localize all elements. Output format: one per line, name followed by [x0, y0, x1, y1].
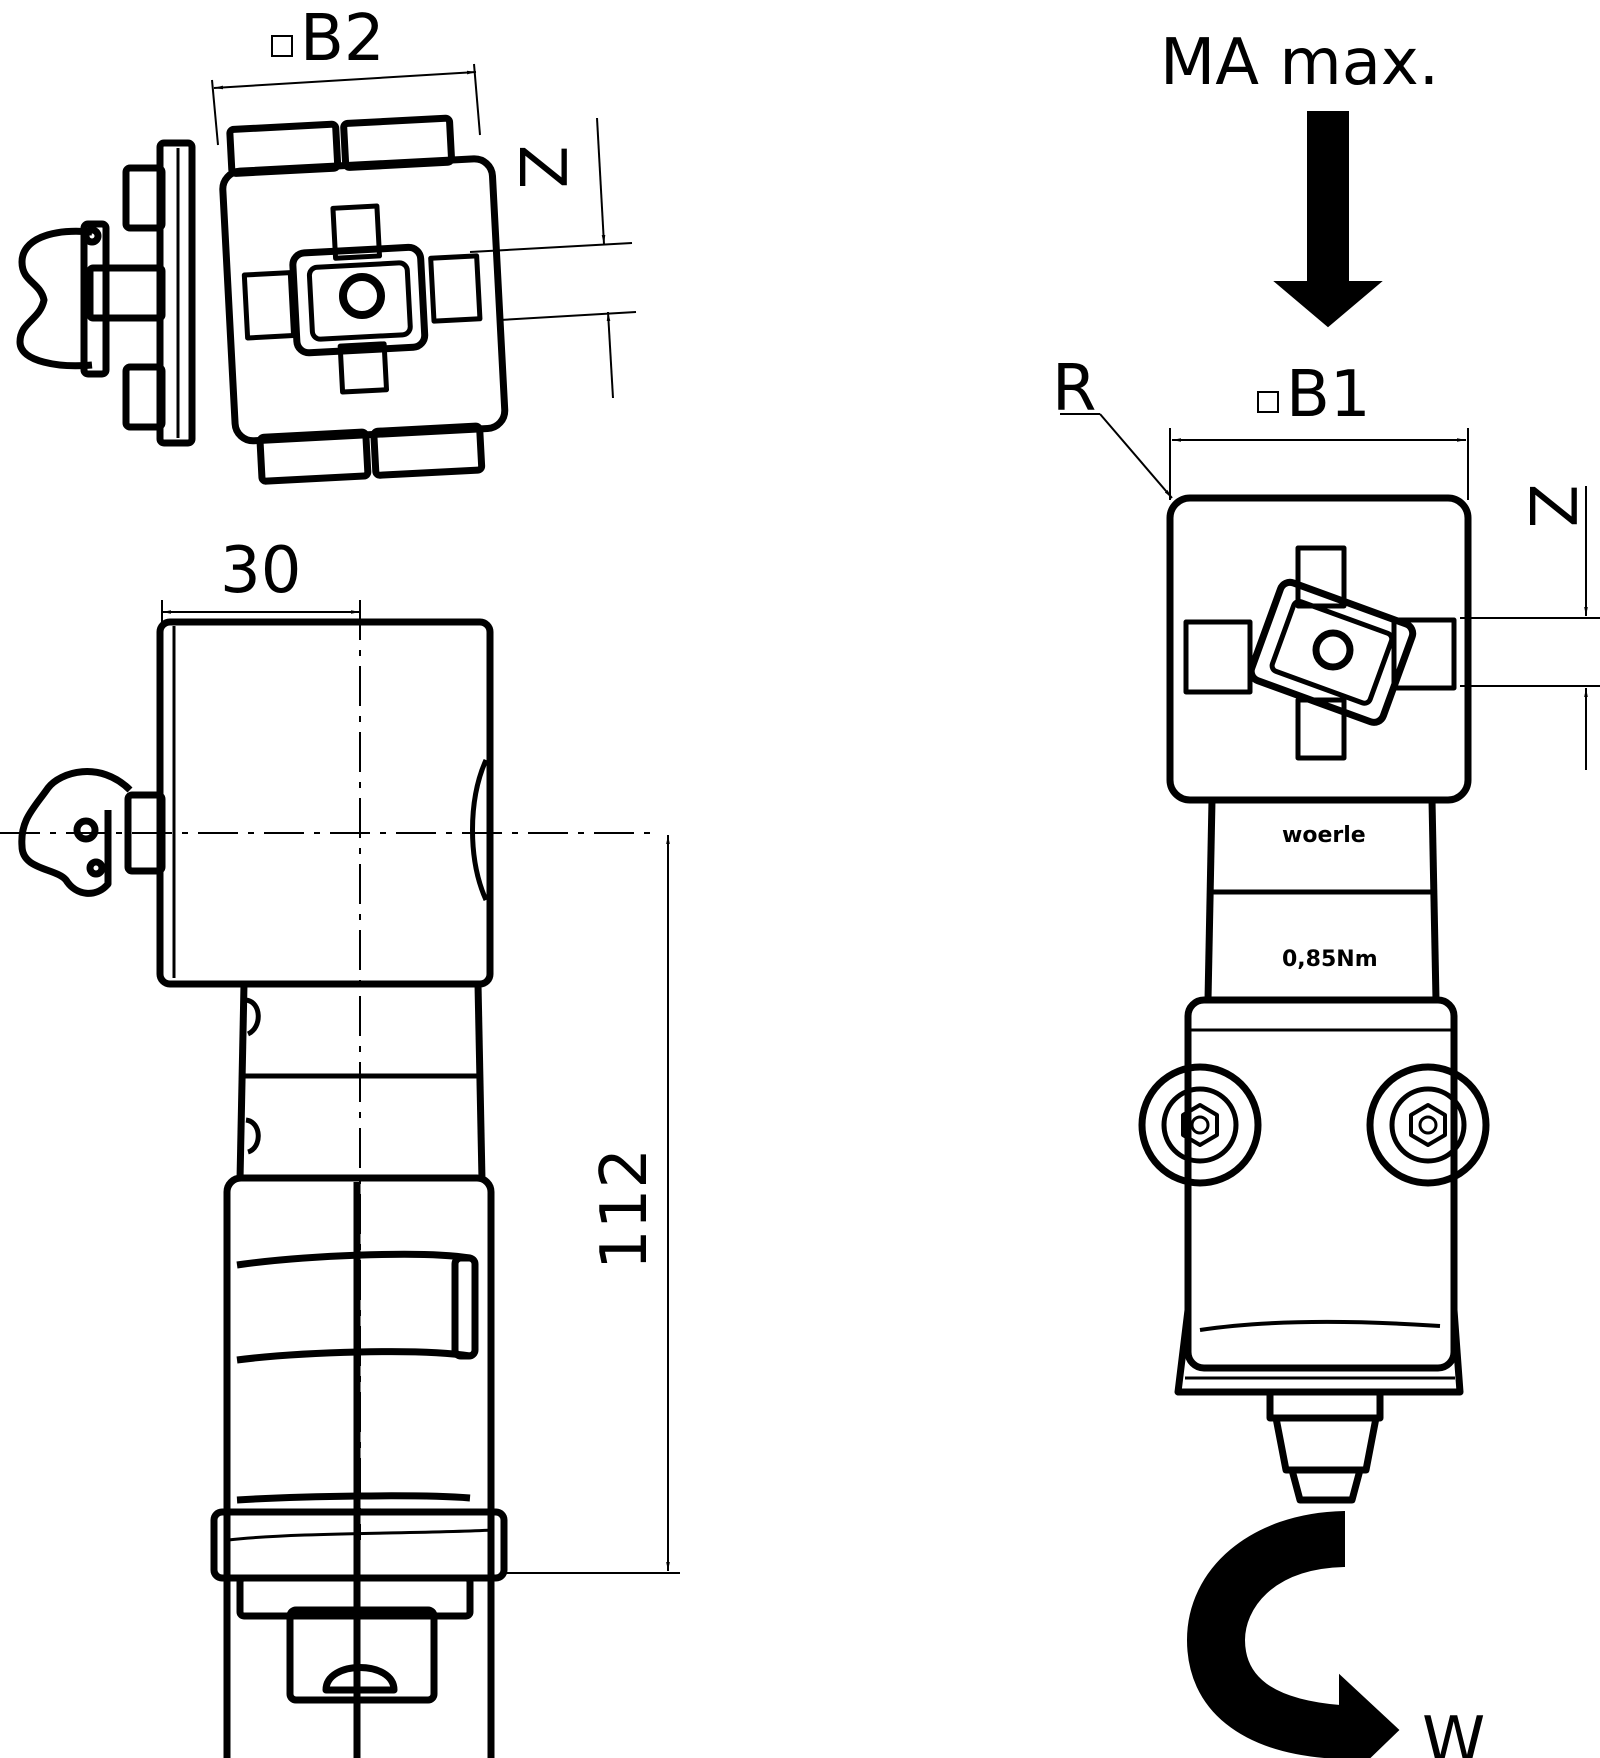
stamp-lower: 0,85Nm: [1282, 947, 1378, 972]
ma-max-label: MA max.: [1160, 26, 1439, 100]
stamp-upper: woerle: [1282, 823, 1366, 848]
r-label: R: [1052, 352, 1096, 426]
b1-square-symbol: [1257, 391, 1279, 413]
force-arrow: [1273, 111, 1383, 328]
side-view: [18, 618, 508, 1758]
b1-dimension: [1060, 413, 1600, 770]
center-lines: [0, 600, 660, 1540]
b2-label: B2: [300, 2, 385, 76]
right-view: [1138, 494, 1490, 1504]
dimension-lines: [161, 600, 680, 1574]
z-label-top: Z: [504, 145, 578, 189]
b1-label: B1: [1286, 358, 1371, 432]
w-label: W: [1422, 1704, 1485, 1758]
dim-112-label: 112: [588, 1148, 662, 1270]
z-label-right: Z: [1514, 484, 1588, 528]
b2-square-symbol: [271, 35, 293, 57]
dim-30-label: 30: [220, 534, 301, 608]
top-left-view: [16, 63, 637, 485]
rotation-arrow-w: [1186, 1510, 1400, 1758]
